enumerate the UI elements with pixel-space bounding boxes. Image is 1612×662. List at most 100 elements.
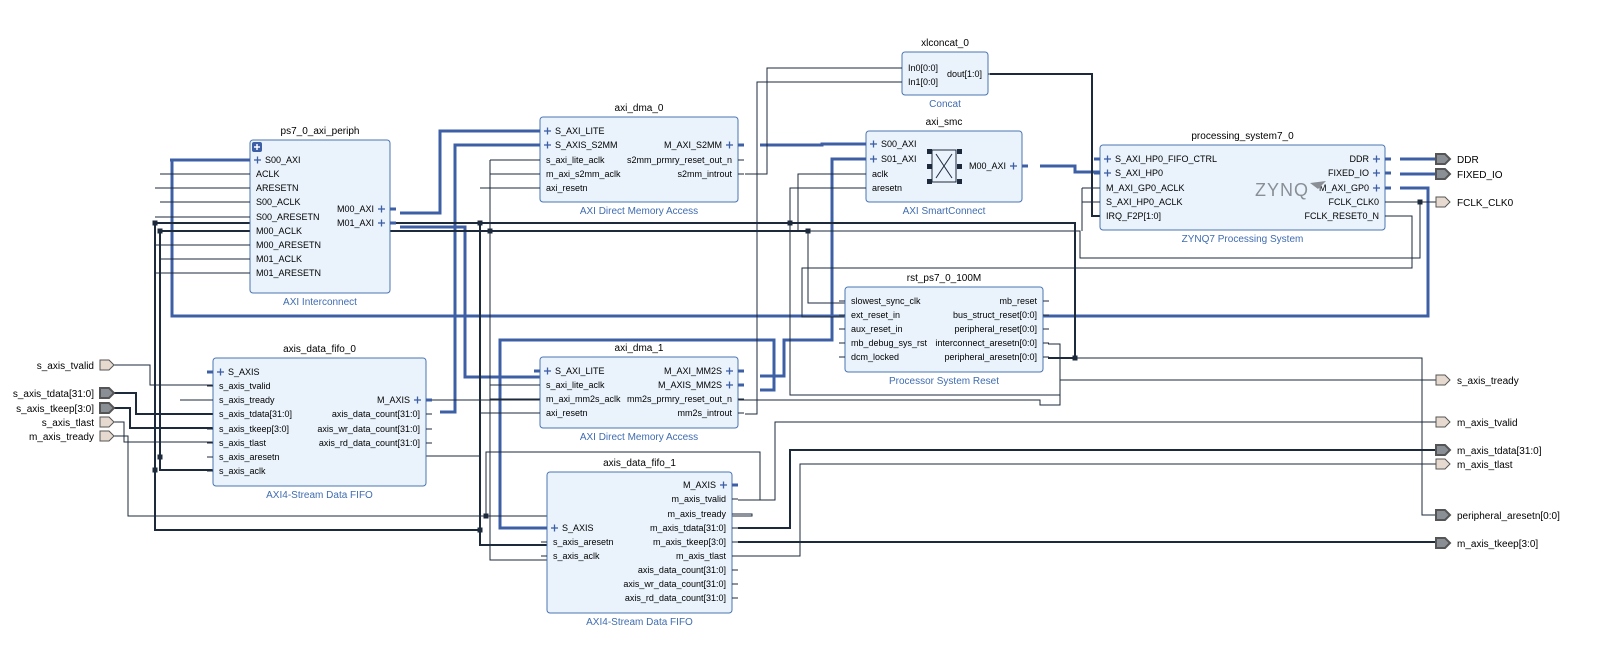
pin-slowest-sync-clk[interactable]: slowest_sync_clk	[851, 296, 921, 306]
pin-axis-wr-data-count-31-0[interactable]: axis_wr_data_count[31:0]	[317, 424, 420, 434]
pin-axi-resetn[interactable]: axi_resetn	[546, 183, 588, 193]
pin-m00-axi[interactable]: M00_AXI	[969, 161, 1006, 171]
wire-fclk-reset[interactable]	[801, 215, 1413, 318]
pin-s00-aclk[interactable]: S00_ACLK	[256, 197, 301, 207]
wire-mm2s-introut[interactable]	[745, 81, 905, 415]
wire-s-axis-tlast[interactable]	[114, 421, 216, 443]
wire-aclk-trunk[interactable]	[159, 230, 808, 471]
wire-aclk-ic[interactable]	[160, 173, 254, 260]
wire-m-axis-tready[interactable]	[114, 435, 753, 517]
pin-m-axis-tvalid[interactable]: m_axis_tvalid	[671, 494, 726, 504]
pin-axis-wr-data-count-31-0[interactable]: axis_wr_data_count[31:0]	[623, 579, 726, 589]
pin-in0-0-0[interactable]: In0[0:0]	[908, 63, 938, 73]
input-port-s-axis-tdata-31-0[interactable]: s_axis_tdata[31:0]	[13, 387, 116, 400]
block-xlconcat-0[interactable]: xlconcat_0ConcatIn0[0:0]In1[0:0]dout[1:0…	[896, 38, 994, 110]
pin-s00-axi[interactable]: S00_AXI	[265, 155, 301, 165]
bus-m00axi-to-dma0-lite[interactable]	[400, 129, 543, 215]
wire-resetn-ic[interactable]	[155, 187, 254, 274]
input-port-s-axis-tkeep-3-0[interactable]: s_axis_tkeep[3:0]	[16, 402, 116, 415]
pin-fclk-reset0-n[interactable]: FCLK_RESET0_N	[1304, 211, 1379, 221]
pin-s2mm-introut[interactable]: s2mm_introut	[677, 169, 732, 179]
pin-mb-reset[interactable]: mb_reset	[999, 296, 1037, 306]
pin-s-axi-hp0[interactable]: S_AXI_HP0	[1115, 168, 1163, 178]
wire-fifo1-aclk-loop[interactable]	[485, 451, 761, 516]
output-port-fixed-io[interactable]: FIXED_IO	[1435, 168, 1503, 181]
pin-bus-struct-reset-0-0[interactable]: bus_struct_reset[0:0]	[953, 310, 1037, 320]
wire-smc-aresetn[interactable]	[789, 187, 869, 223]
wire-peripheral-aresetn-out[interactable]	[1075, 357, 1442, 516]
pin-m-axi-gp0[interactable]: M_AXI_GP0	[1319, 183, 1369, 193]
wire-peripheral-aresetn[interactable]	[479, 222, 1076, 546]
pin-s-axis-tready[interactable]: s_axis_tready	[219, 395, 275, 405]
pin-s00-axi[interactable]: S00_AXI	[881, 139, 917, 149]
pin-in1-0-0[interactable]: In1[0:0]	[908, 77, 938, 87]
pin-m00-aresetn[interactable]: M00_ARESETN	[256, 240, 321, 250]
input-port-s-axis-tlast[interactable]: s_axis_tlast	[42, 416, 115, 429]
block-body[interactable]	[539, 356, 739, 429]
pin-mm2s-introut[interactable]: mm2s_introut	[677, 408, 732, 418]
pin-m-axi-gp0-aclk[interactable]: M_AXI_GP0_ACLK	[1106, 183, 1185, 193]
pin-aclk[interactable]: aclk	[872, 169, 889, 179]
pin-aresetn[interactable]: ARESETN	[256, 183, 299, 193]
output-port-ddr[interactable]: DDR	[1435, 153, 1479, 166]
pin-fixed-io[interactable]: FIXED_IO	[1328, 168, 1369, 178]
pin-s-axis-aclk[interactable]: s_axis_aclk	[219, 466, 266, 476]
pin-s-axis-aclk[interactable]: s_axis_aclk	[553, 551, 600, 561]
pin-m-axis-tkeep-3-0[interactable]: m_axis_tkeep[3:0]	[653, 537, 726, 547]
pin-s-axi-lite-aclk[interactable]: s_axi_lite_aclk	[546, 380, 605, 390]
wire-s-axis-tvalid[interactable]	[114, 364, 216, 386]
pin-m00-axi[interactable]: M00_AXI	[337, 204, 374, 214]
pin-mm2s-prmry-reset-out-n[interactable]: mm2s_prmry_reset_out_n	[627, 394, 732, 404]
pin-m-axis-mm2s[interactable]: M_AXIS_MM2S	[658, 380, 722, 390]
pin-s-axis[interactable]: S_AXIS	[562, 523, 594, 533]
pin-m01-aclk[interactable]: M01_ACLK	[256, 254, 302, 264]
pin-axis-rd-data-count-31-0[interactable]: axis_rd_data_count[31:0]	[319, 438, 420, 448]
input-port-s-axis-tvalid[interactable]: s_axis_tvalid	[37, 359, 115, 372]
wire-s-axis-tdata[interactable]	[114, 392, 216, 415]
pin-dout-1-0[interactable]: dout[1:0]	[947, 69, 982, 79]
output-port-fclk-clk0[interactable]: FCLK_CLK0	[1435, 196, 1514, 209]
pin-s2mm-prmry-reset-out-n[interactable]: s2mm_prmry_reset_out_n	[627, 155, 732, 165]
output-port-s-axis-tready[interactable]: s_axis_tready	[1435, 374, 1519, 387]
wire-fclk-clk0-tree[interactable]	[807, 202, 1421, 304]
output-port-m-axis-tlast[interactable]: m_axis_tlast	[1435, 458, 1513, 471]
pin-m-axis[interactable]: M_AXIS	[683, 480, 716, 490]
pin-s-axis-aresetn[interactable]: s_axis_aresetn	[553, 537, 614, 547]
pin-s-axis-tvalid[interactable]: s_axis_tvalid	[219, 381, 271, 391]
pin-dcm-locked[interactable]: dcm_locked	[851, 352, 899, 362]
bus-dma1-maxis-to-fifo1[interactable]	[498, 338, 776, 530]
pin-m-axis-tlast[interactable]: m_axis_tlast	[676, 551, 727, 561]
pin-axis-data-count-31-0[interactable]: axis_data_count[31:0]	[638, 565, 726, 575]
pin-s-axis-s2mm[interactable]: S_AXIS_S2MM	[555, 140, 618, 150]
output-port-m-axis-tkeep-3-0[interactable]: m_axis_tkeep[3:0]	[1435, 537, 1538, 550]
output-port-m-axis-tvalid[interactable]: m_axis_tvalid	[1435, 416, 1518, 429]
wire-s2mm-introut[interactable]	[745, 67, 905, 175]
input-port-m-axis-tready[interactable]: m_axis_tready	[29, 430, 115, 443]
pin-s-axis[interactable]: S_AXIS	[228, 367, 260, 377]
pin-mb-debug-sys-rst[interactable]: mb_debug_sys_rst	[851, 338, 928, 348]
pin-m01-axi[interactable]: M01_AXI	[337, 218, 374, 228]
pin-aclk[interactable]: ACLK	[256, 169, 280, 179]
pin-axis-data-count-31-0[interactable]: axis_data_count[31:0]	[332, 409, 420, 419]
wire-m-axis-tdata[interactable]	[738, 449, 1442, 529]
pin-m-axi-mm2s[interactable]: M_AXI_MM2S	[664, 366, 722, 376]
pin-s01-axi[interactable]: S01_AXI	[881, 154, 917, 164]
pin-s-axi-hp0-aclk[interactable]: S_AXI_HP0_ACLK	[1106, 197, 1183, 207]
pin-aresetn[interactable]: aresetn	[872, 183, 902, 193]
block-body[interactable]	[212, 357, 427, 487]
pin-m-axis[interactable]: M_AXIS	[377, 395, 410, 405]
pin-ext-reset-in[interactable]: ext_reset_in	[851, 310, 900, 320]
pin-m-axis-tdata-31-0[interactable]: m_axis_tdata[31:0]	[650, 523, 726, 533]
bus-m01axi-to-dma1-lite[interactable]	[400, 225, 543, 379]
pin-axis-rd-data-count-31-0[interactable]: axis_rd_data_count[31:0]	[625, 593, 726, 603]
pin-s-axi-lite-aclk[interactable]: s_axi_lite_aclk	[546, 155, 605, 165]
pin-interconnect-aresetn-0-0[interactable]: interconnect_aresetn[0:0]	[935, 338, 1037, 348]
pin-aux-reset-in[interactable]: aux_reset_in	[851, 324, 903, 334]
pin-m-axis-tready[interactable]: m_axis_tready	[667, 509, 726, 519]
pin-s-axi-lite[interactable]: S_AXI_LITE	[555, 126, 605, 136]
